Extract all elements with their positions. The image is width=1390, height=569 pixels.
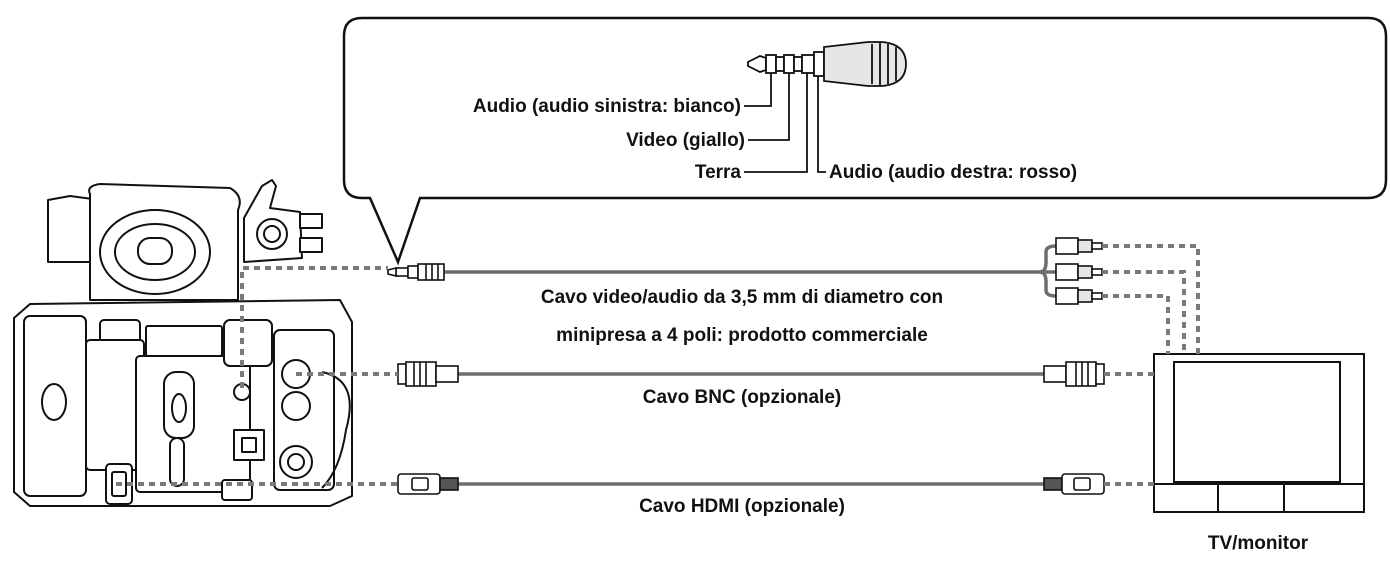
- plug-leader-lines: [744, 73, 826, 173]
- camcorder-illustration: [13, 179, 353, 507]
- tv-monitor-label: TV/monitor: [1207, 533, 1309, 554]
- jack-label-audio-left: Audio (audio sinistra: bianco): [472, 96, 741, 117]
- bnc-plug-right-icon: [1043, 361, 1105, 387]
- hdmi-cable-label: Cavo HDMI (opzionale): [639, 496, 845, 517]
- bnc-cable-label: Cavo BNC (opzionale): [642, 387, 842, 408]
- bnc-plug-left-icon: [397, 361, 459, 387]
- jack-label-ground: Terra: [694, 162, 741, 183]
- av-cable-label-line2: minipresa a 4 poli: prodotto commerciale: [556, 325, 928, 346]
- mini-plug-icon: [387, 263, 445, 281]
- av-cable-label-line1: Cavo video/audio da 3,5 mm di diametro c…: [540, 287, 944, 308]
- av-cable: [444, 244, 1057, 298]
- four-pole-plug-icon: [747, 41, 907, 87]
- jack-label-video: Video (giallo): [626, 130, 745, 151]
- hdmi-plug-right-icon: [1043, 473, 1105, 495]
- jack-label-audio-right: Audio (audio destra: rosso): [829, 162, 1078, 183]
- rca-plugs-icon: [1055, 237, 1103, 305]
- tv-monitor-icon: [1153, 353, 1365, 513]
- hdmi-plug-left-icon: [397, 473, 459, 495]
- dotted-connections: [116, 244, 1200, 486]
- callout-bubble: [342, 16, 1388, 266]
